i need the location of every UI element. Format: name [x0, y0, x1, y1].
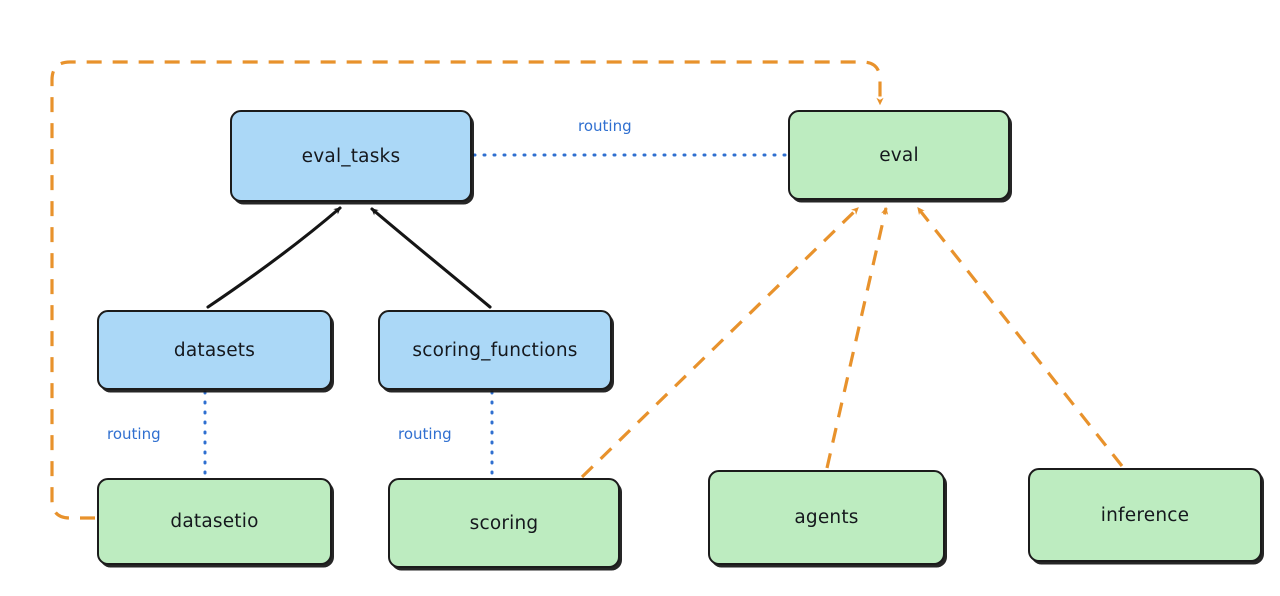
node-eval-tasks[interactable]: eval_tasks [230, 110, 472, 202]
node-inference[interactable]: inference [1028, 468, 1262, 562]
edge-scoring-to-eval-dependency [580, 206, 860, 479]
edge-agents-to-eval-dependency [825, 206, 889, 469]
edge-label-routing-scoring-functions-scoring: routing [398, 425, 452, 443]
node-label-scoring-functions: scoring_functions [412, 339, 578, 361]
edge-datasets-to-eval-tasks [206, 206, 342, 309]
node-label-eval: eval [879, 144, 919, 166]
node-label-eval-tasks: eval_tasks [301, 145, 401, 167]
edge-label-routing-datasets-datasetio: routing [107, 425, 161, 443]
node-label-inference: inference [1100, 504, 1190, 526]
node-datasetio[interactable]: datasetio [97, 478, 332, 565]
node-eval[interactable]: eval [788, 110, 1010, 200]
node-datasets[interactable]: datasets [97, 310, 332, 390]
node-label-scoring: scoring [469, 512, 539, 534]
node-label-datasetio: datasetio [170, 511, 259, 532]
edge-inference-to-eval-dependency [916, 207, 1124, 467]
node-agents[interactable]: agents [708, 470, 945, 565]
edge-label-routing-eval-tasks-eval: routing [578, 117, 632, 135]
node-label-agents: agents [794, 507, 859, 528]
node-label-datasets: datasets [173, 339, 256, 361]
edge-scoring-functions-to-eval-tasks [370, 207, 492, 309]
node-scoring[interactable]: scoring [388, 478, 620, 568]
node-scoring-functions[interactable]: scoring_functions [378, 310, 612, 390]
